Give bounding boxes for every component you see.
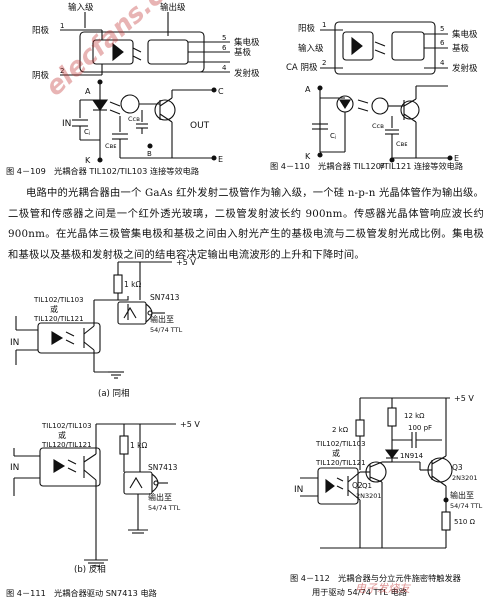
- svg-text:TIL120/TIL121: TIL120/TIL121: [315, 459, 366, 467]
- svg-text:输出至: 输出至: [150, 314, 174, 324]
- svg-text:TIL102/TIL103: TIL102/TIL103: [315, 440, 366, 448]
- caption-fig-4-112-line2: 用于驱动 54/74 TTL 电路: [312, 587, 407, 597]
- svg-text:E: E: [454, 154, 459, 163]
- svg-text:5: 5: [440, 25, 444, 33]
- svg-text:2: 2: [322, 59, 326, 67]
- svg-text:54/74 TTL: 54/74 TTL: [148, 504, 181, 512]
- svg-text:1: 1: [60, 22, 64, 30]
- svg-text:54/74 TTL: 54/74 TTL: [450, 502, 483, 510]
- svg-text:或: 或: [58, 430, 66, 440]
- caption-fig-4-109: 图 4－109 光耦合器 TIL102/TIL103 连接等效电路: [6, 166, 200, 176]
- subcaption-b: (b) 反相: [74, 564, 106, 575]
- caption-fig-4-111: 图 4－111 光耦合器驱动 SN7413 电路: [6, 588, 157, 598]
- svg-text:K: K: [305, 152, 311, 161]
- svg-text:IN: IN: [294, 485, 303, 495]
- figure-4-109: 阳极 阴极 输入级 输出级 集电极 基极 发射极 1 2 5 6 4 A K C…: [32, 2, 260, 165]
- svg-text:A: A: [305, 85, 311, 94]
- input-stage-label: 输入级: [68, 2, 94, 13]
- svg-text:输出至: 输出至: [148, 492, 172, 502]
- svg-text:Cᴄʙ: Cᴄʙ: [372, 122, 384, 130]
- svg-text:CA 阴极: CA 阴极: [286, 62, 318, 73]
- base-label: 基极: [234, 47, 252, 58]
- svg-text:TIL120/TIL121: TIL120/TIL121: [41, 441, 92, 449]
- svg-text:100 pF: 100 pF: [408, 424, 432, 432]
- anode-label: 阳极: [32, 25, 50, 36]
- svg-text:2 kΩ: 2 kΩ: [332, 426, 349, 434]
- svg-text:+5 V: +5 V: [180, 420, 200, 429]
- svg-text:Cʙᴇ: Cʙᴇ: [105, 142, 117, 150]
- svg-text:SN7413: SN7413: [148, 463, 178, 472]
- watermark-logo-text: 电子发烧友: [355, 582, 410, 595]
- svg-text:510 Ω: 510 Ω: [454, 518, 476, 526]
- svg-text:E: E: [218, 155, 223, 164]
- svg-text:B: B: [380, 162, 385, 170]
- svg-text:Q1: Q1: [362, 482, 372, 490]
- svg-text:1: 1: [322, 21, 326, 29]
- svg-text:IN: IN: [10, 463, 19, 473]
- svg-text:1 kΩ: 1 kΩ: [124, 280, 141, 289]
- svg-text:TIL102/TIL103: TIL102/TIL103: [33, 296, 84, 304]
- cathode-label: 阴极: [32, 70, 50, 81]
- figure-4-111b: IN 1 kΩ +5 V SN7413 输出至 54/74 TTL TIL102…: [10, 420, 200, 567]
- svg-text:+5 V: +5 V: [454, 394, 474, 403]
- output-stage-label: 输出级: [160, 2, 186, 13]
- svg-text:TIL102/TIL103: TIL102/TIL103: [41, 422, 92, 430]
- figure-4-111a: IN +5 V 1 kΩ SN7413 输出至 54/74 TTL TIL102…: [10, 258, 196, 379]
- svg-text:C: C: [218, 87, 224, 96]
- svg-text:Cᴄʙ: Cᴄʙ: [128, 115, 140, 123]
- svg-text:或: 或: [332, 448, 340, 458]
- svg-text:输入级: 输入级: [298, 43, 324, 54]
- svg-text:TIL120/TIL121: TIL120/TIL121: [33, 315, 84, 323]
- svg-text:发射极: 发射极: [452, 63, 478, 74]
- svg-text:基极: 基极: [452, 43, 470, 54]
- body-paragraph: 电路中的光耦合器由一个 GaAs 红外发射二极管作为输入级，一个硅 n-p-n …: [8, 187, 484, 261]
- svg-text:K: K: [85, 156, 91, 165]
- svg-text:阳极: 阳极: [298, 23, 316, 34]
- svg-text:12 kΩ: 12 kΩ: [404, 412, 425, 420]
- svg-text:6: 6: [440, 39, 445, 47]
- svg-text:IN: IN: [10, 338, 19, 348]
- figure-4-112: +5 V 12 kΩ 2 kΩ 100 pF 1N914 Q2 2N3201: [294, 394, 483, 549]
- subcaption-a: (a) 同相: [98, 388, 130, 399]
- svg-text:5: 5: [222, 34, 226, 42]
- emitter-label: 发射极: [234, 68, 260, 79]
- svg-text:B: B: [147, 150, 152, 158]
- svg-text:1N914: 1N914: [400, 452, 424, 460]
- svg-text:54/74 TTL: 54/74 TTL: [150, 326, 183, 334]
- svg-text:4: 4: [440, 59, 445, 67]
- svg-text:SN7413: SN7413: [150, 293, 180, 302]
- in-label: IN: [62, 119, 71, 129]
- svg-text:Q3: Q3: [452, 463, 463, 472]
- svg-text:2N3201: 2N3201: [452, 474, 478, 482]
- svg-text:4: 4: [222, 64, 227, 72]
- svg-text:1 kΩ: 1 kΩ: [130, 441, 147, 450]
- figure-4-110: 阳极 输入级 CA 阴极 集电极 基极 发射极 1 2 5 6 4 A Cⱼ K: [286, 21, 478, 170]
- svg-text:Cⱼ: Cⱼ: [330, 132, 336, 140]
- optocoupler-package: [334, 21, 436, 75]
- svg-text:Cⱼ: Cⱼ: [84, 128, 90, 136]
- svg-text:或: 或: [50, 304, 58, 314]
- caption-fig-4-110: 图 4－110 光耦合器 TIL120/TIL121 连接等效电路: [270, 161, 464, 171]
- svg-text:A: A: [85, 87, 91, 96]
- caption-fig-4-112-line1: 图 4－112 光耦合器与分立元件施密特触发器: [290, 573, 461, 583]
- out-label: OUT: [190, 121, 210, 131]
- svg-text:输出至: 输出至: [450, 490, 474, 500]
- svg-text:集电极: 集电极: [452, 29, 478, 40]
- svg-text:+5 V: +5 V: [176, 258, 196, 267]
- svg-text:2N3201: 2N3201: [356, 492, 382, 500]
- svg-text:Cʙᴇ: Cʙᴇ: [396, 140, 408, 148]
- collector-label: 集电极: [234, 37, 260, 48]
- svg-text:6: 6: [222, 44, 227, 52]
- svg-text:2: 2: [60, 67, 64, 75]
